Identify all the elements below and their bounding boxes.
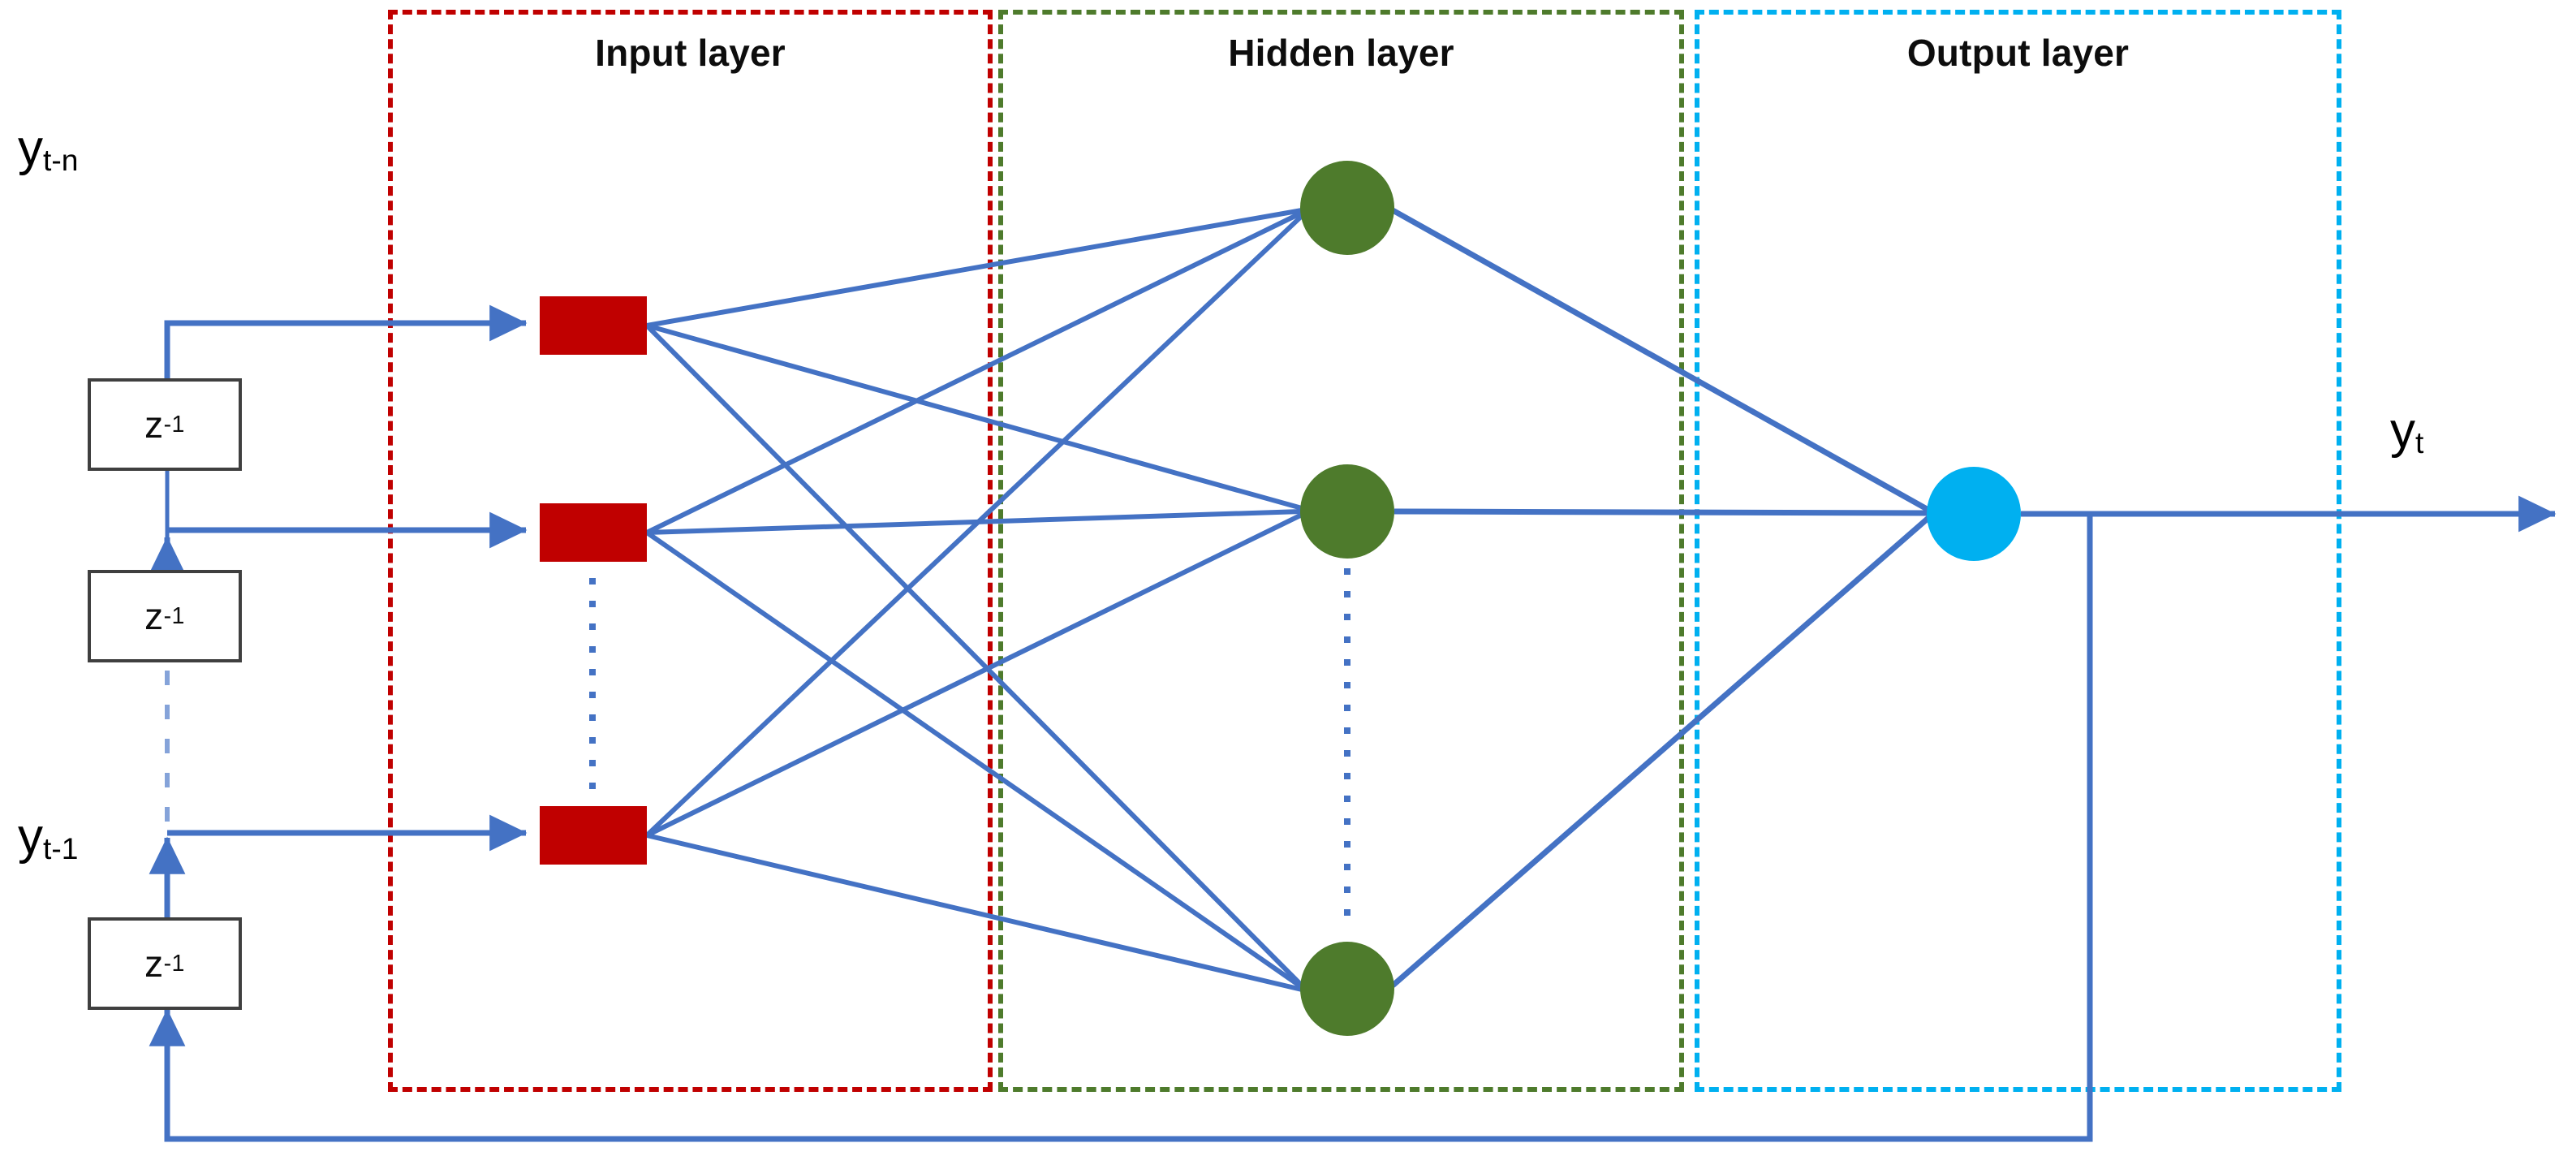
layer-title-input: Input layer	[595, 32, 786, 74]
output-signal-base: y	[2390, 403, 2415, 459]
input-node-2	[540, 503, 647, 562]
layer-box-output	[1695, 10, 2341, 1092]
output-node-1	[1927, 467, 2021, 561]
input-signal-top-subscript: t-n	[43, 143, 79, 178]
wire-in3-hid3	[646, 833, 1303, 992]
delay-block-1-label: z	[144, 403, 164, 446]
hidden-node-1	[1300, 161, 1394, 255]
wire-hid1-out	[1391, 207, 1930, 513]
wire-in1-hid1	[646, 208, 1303, 328]
wire-in3-hid2	[645, 512, 1303, 838]
wire-in2-hid1	[645, 210, 1303, 535]
layer-box-input	[388, 10, 993, 1092]
input-node-1	[540, 296, 647, 355]
input-signal-bottom-subscript: t-1	[43, 831, 79, 866]
wire-feedback-loop	[149, 514, 2093, 1142]
output-signal-subscript: t	[2415, 425, 2424, 460]
wire-in1-hid3	[644, 323, 1304, 988]
wire-in3-hid1	[644, 214, 1304, 838]
output-signal-label: yt	[2390, 403, 2424, 460]
hidden-node-3	[1300, 942, 1394, 1036]
input-signal-bottom-base: y	[18, 809, 43, 865]
delay-block-3: z-1	[88, 917, 242, 1010]
delay-block-2-label: z	[144, 595, 164, 637]
delay-block-1: z-1	[88, 378, 242, 471]
wire-hid2-out	[1394, 508, 1929, 516]
hidden-node-2	[1300, 464, 1394, 559]
input-node-3	[540, 806, 647, 865]
wire-in2-hid3	[645, 530, 1303, 990]
layer-title-output: Output layer	[1906, 32, 2130, 74]
layer-box-hidden	[998, 10, 1684, 1092]
input-signal-top-base: y	[18, 120, 43, 176]
wire-in1-hid2	[646, 323, 1303, 511]
delay-block-3-label: z	[144, 943, 164, 985]
wire-hid3-out	[1390, 515, 1931, 988]
delay-block-2: z-1	[88, 570, 242, 662]
layer-title-hidden: Hidden layer	[1228, 32, 1454, 74]
input-signal-top-label: yt-n	[18, 120, 79, 178]
wire-in2-hid2	[646, 509, 1303, 535]
input-signal-bottom-label: yt-1	[18, 809, 79, 866]
